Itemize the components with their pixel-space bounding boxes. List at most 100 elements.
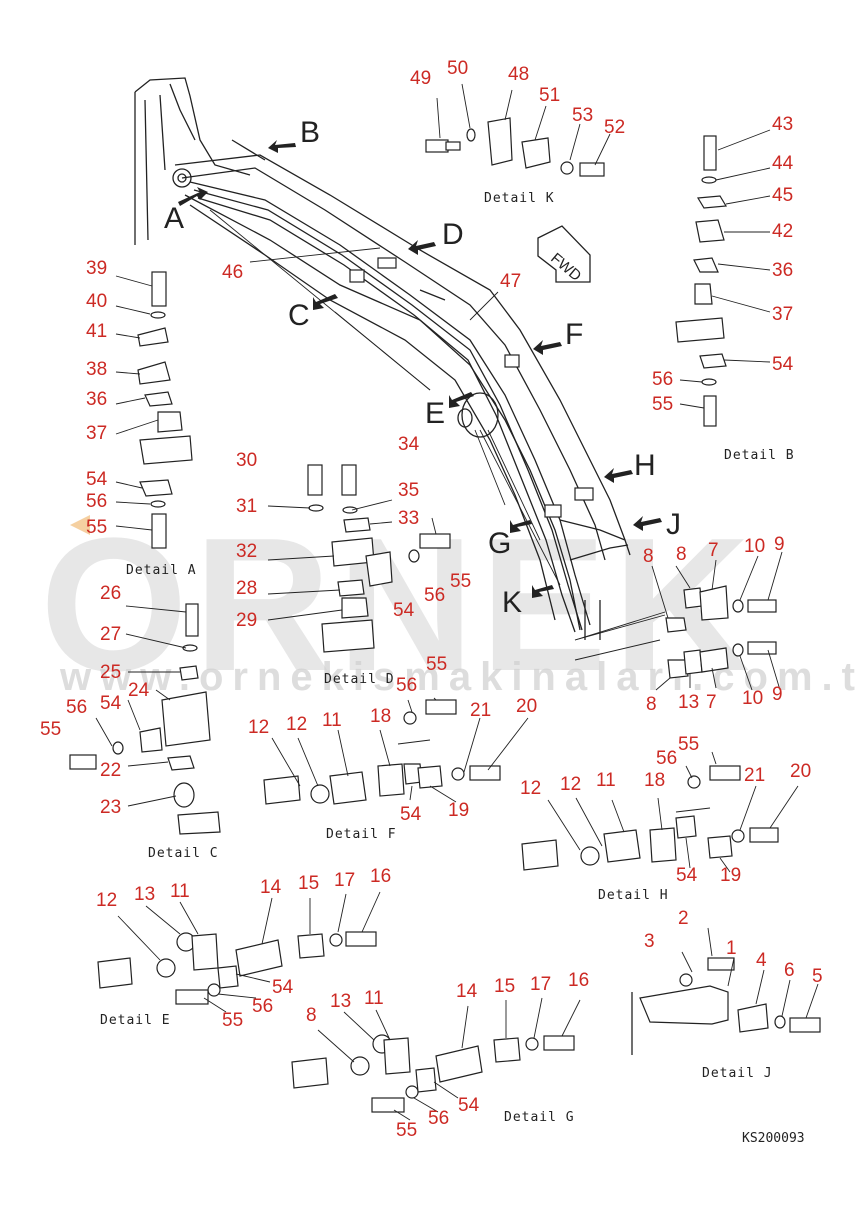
part-number: 21: [744, 765, 765, 786]
detail-label-a: Detail A: [126, 563, 197, 578]
part-number: 15: [298, 873, 319, 894]
part-number: 54: [772, 354, 794, 375]
part-number: 10: [742, 688, 763, 709]
part-number: 21: [470, 700, 491, 721]
part-number: 12: [520, 778, 541, 799]
part-number: 13: [678, 692, 699, 713]
detail-label-d: Detail D: [324, 672, 395, 687]
part-number: 20: [790, 761, 811, 782]
part-number: 12: [560, 774, 581, 795]
boom-assembly-drawing: [134, 77, 631, 640]
part-number: 55: [678, 734, 699, 755]
part-number: 16: [568, 970, 589, 991]
detail-h-parts: [521, 751, 799, 873]
detail-label-g: Detail G: [504, 1110, 575, 1125]
part-number: 8: [676, 544, 687, 565]
part-number: 42: [772, 221, 793, 242]
part-number: 12: [248, 717, 269, 738]
part-number: 46: [222, 262, 243, 283]
fwd-label: FWD: [547, 250, 584, 285]
part-number: 55: [652, 394, 673, 415]
part-number: 36: [772, 260, 793, 281]
part-number: 38: [86, 359, 107, 380]
detail-label-b: Detail B: [724, 448, 795, 463]
part-number: 14: [456, 981, 478, 1002]
part-number: 19: [448, 800, 469, 821]
part-number: 54: [100, 693, 122, 714]
part-number: 9: [772, 684, 783, 705]
view-letter-c: C: [288, 299, 310, 332]
part-number: 14: [260, 877, 282, 898]
part-number: 27: [100, 624, 121, 645]
part-number: 37: [86, 423, 107, 444]
part-number: 50: [447, 58, 468, 79]
part-number: 31: [236, 496, 257, 517]
detail-label-f: Detail F: [326, 827, 397, 842]
part-number: 55: [86, 517, 107, 538]
part-number: 2: [678, 908, 689, 929]
part-number: 41: [86, 321, 107, 342]
part-number: 56: [252, 996, 273, 1017]
detail-c-parts: [69, 603, 221, 835]
part-number: 51: [539, 85, 560, 106]
view-arrows: [178, 140, 666, 661]
part-number: 11: [596, 770, 616, 791]
part-number: 30: [236, 450, 257, 471]
part-number: 10: [744, 536, 765, 557]
part-number: 26: [100, 583, 121, 604]
part-number: 17: [530, 974, 551, 995]
detail-d-parts: [267, 464, 451, 653]
view-letter-f: F: [565, 318, 583, 351]
part-number: 6: [784, 960, 795, 981]
part-number: 23: [100, 797, 121, 818]
part-number: 36: [86, 389, 107, 410]
view-letter-g: G: [488, 527, 511, 560]
part-number: 56: [656, 748, 677, 769]
part-number: 54: [272, 977, 294, 998]
part-number: 1: [726, 938, 737, 959]
part-number: 25: [100, 662, 121, 683]
part-number: 8: [306, 1005, 317, 1026]
part-number: 53: [572, 105, 593, 126]
part-number: 56: [396, 675, 417, 696]
part-number: 3: [644, 931, 655, 952]
part-number: 56: [424, 585, 445, 606]
detail-e-parts: [97, 891, 381, 1013]
part-number: 35: [398, 480, 419, 501]
detail-j-parts: [631, 927, 821, 1055]
part-number: 4: [756, 950, 767, 971]
part-number: 43: [772, 114, 793, 135]
detail-label-e: Detail E: [100, 1013, 171, 1028]
part-number: 52: [604, 117, 625, 138]
part-number: 8: [646, 694, 657, 715]
part-number: 12: [96, 890, 117, 911]
part-number: 18: [644, 770, 665, 791]
part-number: 49: [410, 68, 431, 89]
detail-label-k: Detail K: [484, 191, 555, 206]
part-number: 13: [330, 991, 351, 1012]
detail-f-parts: [263, 697, 529, 805]
part-number: 9: [774, 534, 785, 555]
part-number: 55: [222, 1010, 243, 1031]
part-number: 34: [398, 434, 420, 455]
part-number: 17: [334, 870, 355, 891]
part-number: 54: [458, 1095, 480, 1116]
part-number: 56: [428, 1108, 449, 1129]
detail-labels: Detail A Detail B Detail C Detail D Deta…: [100, 191, 795, 1125]
view-letter-e: E: [425, 397, 445, 430]
leader-lines: [249, 247, 666, 641]
view-letter-k: K: [502, 586, 522, 619]
part-number: 54: [400, 804, 422, 825]
part-number: 54: [676, 865, 698, 886]
fwd-indicator: FWD: [537, 225, 591, 285]
view-letter-a: A: [164, 202, 184, 235]
part-number: 18: [370, 706, 391, 727]
detail-g-parts: [291, 997, 581, 1121]
part-number: 39: [86, 258, 107, 279]
detail-b-parts: [675, 129, 771, 427]
part-number: 7: [708, 540, 719, 561]
part-number: 7: [706, 692, 717, 713]
detail-label-h: Detail H: [598, 888, 669, 903]
part-number: 37: [772, 304, 793, 325]
